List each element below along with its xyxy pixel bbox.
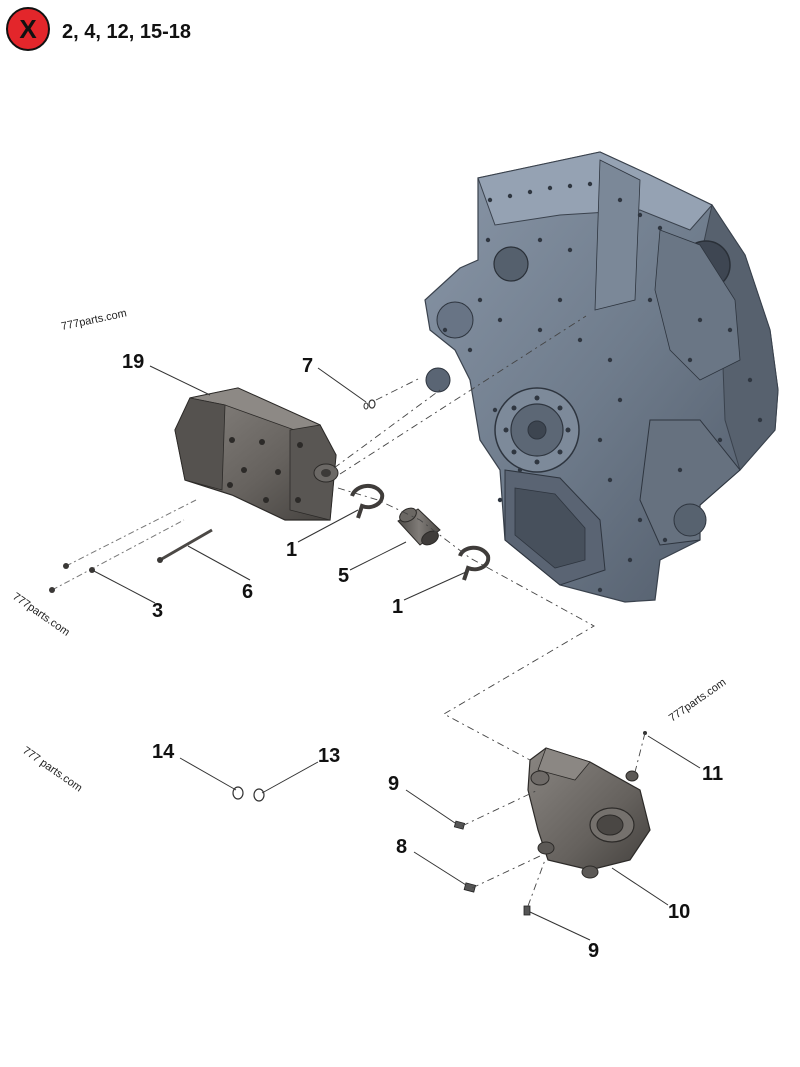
- watermark-top-left: 777parts.com: [60, 307, 128, 333]
- watermark-left: 777parts.com: [10, 591, 71, 639]
- callout-1-upper: 1: [286, 539, 297, 561]
- excluded-items-list: 2, 4, 12, 15-18: [62, 21, 191, 43]
- watermark-bottom-left: 777 parts.com: [20, 745, 84, 795]
- drive-housing-part: [174, 387, 339, 521]
- callout-9-upper: 9: [388, 773, 399, 795]
- pump-body-part: [527, 747, 651, 879]
- leader-lines: [91, 365, 701, 941]
- callout-10: 10: [668, 901, 690, 923]
- callout-13: 13: [318, 745, 340, 767]
- callout-7: 7: [302, 355, 313, 377]
- callout-6: 6: [242, 581, 253, 603]
- callout-14: 14: [152, 741, 175, 763]
- callout-1-lower: 1: [392, 596, 403, 618]
- callout-9-lower: 9: [588, 940, 599, 962]
- excluded-badge: X: [6, 7, 50, 51]
- callout-11: 11: [702, 763, 723, 785]
- callout-8: 8: [396, 836, 407, 858]
- callout-19: 19: [122, 351, 144, 373]
- excluded-badge-circle: [6, 7, 50, 51]
- engine-block: [424, 151, 779, 603]
- hardware-parts: [49, 399, 647, 916]
- callout-labels: 19 7 1 5 1 6 3 14 13 9 8 11 10 9: [122, 351, 723, 962]
- close-icon: X: [19, 14, 37, 44]
- assembly-lines: [333, 315, 646, 907]
- callout-5: 5: [338, 565, 349, 587]
- callout-3: 3: [152, 600, 163, 622]
- watermark-right: 777parts.com: [667, 676, 728, 724]
